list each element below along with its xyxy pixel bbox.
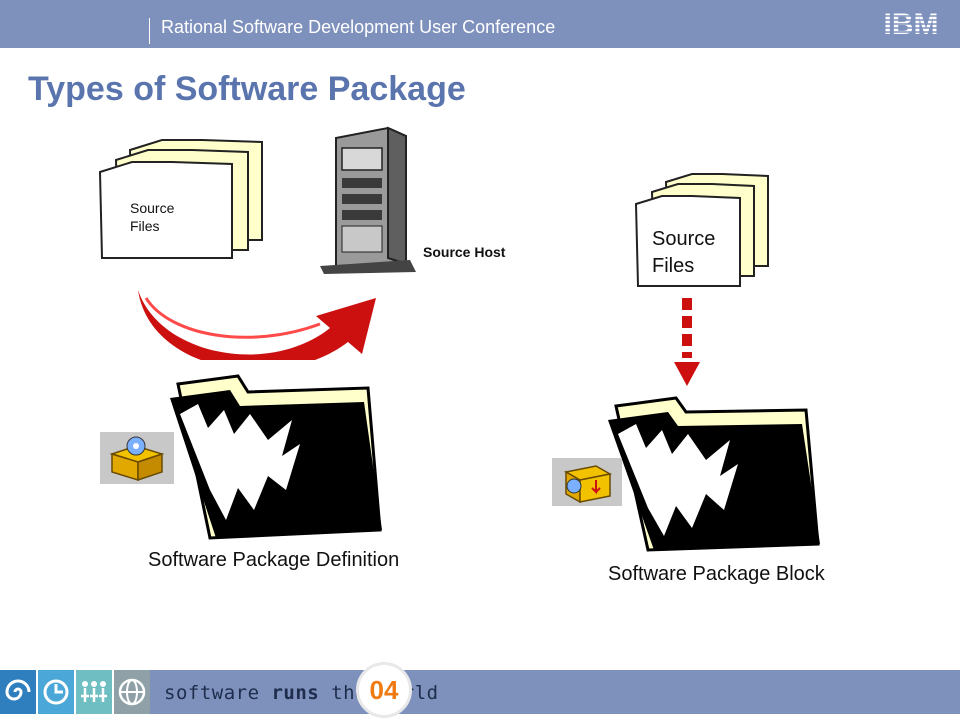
spb-extension-label: .spb: [642, 458, 704, 491]
spb-folder-icon: [608, 396, 820, 552]
source-files-label: Source Files: [130, 200, 175, 234]
clock-icon: [38, 670, 74, 714]
spd-extension-label: spd: [206, 452, 260, 485]
source-files-folder-icon: [98, 139, 263, 259]
footer-bar: software runs the world 04: [0, 662, 960, 720]
footer-band: [150, 670, 960, 714]
conference-title: Rational Software Development User Confe…: [161, 17, 556, 37]
source-files-folder-icon-2: [634, 173, 769, 287]
header-divider: [149, 18, 150, 44]
down-arrow-icon: [674, 298, 700, 386]
year-badge: 04: [356, 662, 412, 718]
spiral-icon: [0, 670, 36, 714]
server-icon: [320, 126, 416, 274]
ibm-logo: IBM: [876, 8, 946, 40]
header-bar: Rational Software Development User Confe…: [0, 0, 960, 48]
package-icon: [100, 432, 174, 484]
source-host-label: Source Host: [423, 244, 506, 260]
spd-caption: Software Package Definition: [148, 549, 400, 571]
globe-icon: [114, 670, 150, 714]
spd-folder-icon: [170, 374, 382, 540]
slide-title: Types of Software Package: [28, 70, 466, 108]
curved-arrow-icon: [138, 290, 376, 360]
package-block-icon: [552, 458, 622, 506]
spb-caption: Software Package Block: [608, 563, 825, 585]
people-icon: [76, 670, 112, 714]
source-files-label-2: Source Files: [652, 228, 716, 277]
